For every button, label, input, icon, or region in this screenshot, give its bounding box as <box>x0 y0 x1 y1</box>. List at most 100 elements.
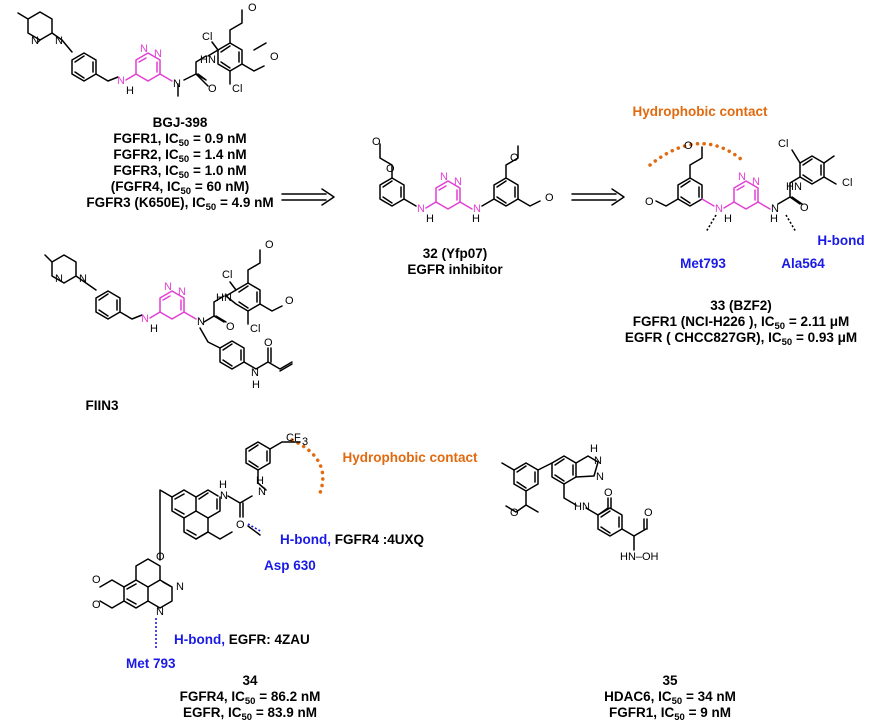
atom-O: O <box>684 140 693 152</box>
atom-O: O <box>92 599 101 611</box>
bgj398-label: BGJ-398 FGFR1, IC50 = 0.9 nM FGFR2, IC50… <box>85 115 275 213</box>
c34-name: 34 <box>242 673 258 688</box>
c33-ic-line: EGFR ( CHCC827GR), IC50 = 0.93 μM <box>624 330 858 348</box>
atom-N: N <box>594 455 602 467</box>
arrow-2 <box>571 188 625 206</box>
c35-name: 35 <box>662 673 678 688</box>
c33-structure: O O N H N N N H O HN Cl Cl <box>645 138 852 233</box>
atom-N: N <box>140 43 148 55</box>
c33-ic-line: FGFR1 (NCI-H226 ), IC50 = 2.11 μM <box>632 314 850 332</box>
atom-N: N <box>178 286 186 298</box>
atom-NH: N <box>473 203 481 215</box>
atom-O: O <box>800 202 809 214</box>
atom-O: O <box>604 487 613 499</box>
bgj398-ic-line: (FGFR4, IC50 = 60 nM) <box>110 179 250 197</box>
atom-O: O <box>645 196 654 208</box>
c32-structure: O O N H N N N H O O <box>372 136 554 225</box>
c33-hydrophobic-label: Hydrophobic contact <box>632 104 768 119</box>
atom-N: N <box>154 48 162 60</box>
c34-hbond2-target: EGFR: 4ZAU <box>224 632 310 647</box>
arrow-1 <box>281 188 335 206</box>
atom-H: H <box>472 213 480 225</box>
atom-O: O <box>226 321 235 333</box>
c34-met-label: Met 793 <box>126 656 176 671</box>
bgj398-activity: FGFR1, IC50 = 0.9 nM FGFR2, IC50 = 1.4 n… <box>85 131 275 213</box>
atom-H: H <box>724 213 732 225</box>
atom-N: N <box>55 35 63 47</box>
atom-N: N <box>596 471 604 483</box>
atom-NH: N <box>141 313 149 325</box>
atom-H: H <box>770 213 778 225</box>
c32-label: 32 (Yfp07) EGFR inhibitor <box>390 246 520 278</box>
atom-N: N <box>31 35 39 47</box>
atom-O: O <box>264 337 273 349</box>
c34-asp-label: Asp 630 <box>264 558 316 573</box>
atom-HN: HN <box>786 181 802 193</box>
atom-O: O <box>285 295 294 307</box>
atom-O: O <box>156 551 165 563</box>
c35-ic-line: HDAC6, IC50 = 34 nM <box>604 689 736 707</box>
atom-N-OH: HN–OH <box>620 551 659 563</box>
c34-ic-line: EGFR, IC50 = 83.9 nM <box>183 705 317 723</box>
atom-N: N <box>156 606 164 618</box>
atom-N: N <box>176 581 184 593</box>
atom-Cl: Cl <box>778 138 788 150</box>
atom-O: O <box>372 136 381 148</box>
atom-N: N <box>164 281 172 293</box>
atom-N: N <box>771 203 779 215</box>
c33-name: 33 (BZF2) <box>710 298 772 313</box>
atom-O: O <box>644 507 653 519</box>
atom-CF3: CF <box>286 432 301 444</box>
atom-N: N <box>79 273 87 285</box>
c34-ic-line: FGFR4, IC50 = 86.2 nM <box>179 689 321 707</box>
atom-HN: HN <box>574 501 590 513</box>
bgj398-ic-line: FGFR1, IC50 = 0.9 nM <box>113 131 247 149</box>
atom-O: O <box>265 239 274 251</box>
atom-O: O <box>270 51 279 63</box>
atom-NH: N <box>258 486 266 498</box>
atom-HN: HN <box>200 54 216 66</box>
bgj398-ic-line: FGFR3 (K650E), IC50 = 4.9 nM <box>86 195 274 213</box>
c34-hbond2-label: H-bond, EGFR: 4ZAU <box>174 632 374 648</box>
atom-N: N <box>738 171 746 183</box>
c35-structure: O H N N HN O O HN–OH <box>501 443 659 563</box>
atom-H: H <box>219 479 227 491</box>
c32-subtitle: EGFR inhibitor <box>407 262 503 277</box>
atom-NH: N <box>715 203 723 215</box>
atom-H: H <box>126 85 134 97</box>
bgj398-ic-line: FGFR2, IC50 = 1.4 nM <box>113 147 247 165</box>
c32-name: 32 (Yfp07) <box>422 246 488 261</box>
atom-Cl: Cl <box>232 83 242 95</box>
atom-O: O <box>510 507 519 519</box>
atom-O: O <box>386 163 395 175</box>
atom-Cl: Cl <box>842 177 852 189</box>
c34-structure: CF 3 N H N H O O N N O O <box>92 432 325 650</box>
atom-N: N <box>197 316 205 328</box>
atom-H: H <box>150 323 158 335</box>
atom-H: H <box>256 475 264 487</box>
atom-CF3-sub: 3 <box>302 436 308 448</box>
atom-NH: H <box>590 443 598 455</box>
c34-hbond1: H-bond, <box>280 532 331 547</box>
atom-HN: HN <box>216 292 232 304</box>
c34-hbond1-target: FGFR4 :4UXQ <box>330 532 424 547</box>
c35-label: 35 HDAC6, IC50 = 34 nM FGFR1, IC50 = 9 n… <box>590 673 750 723</box>
atom-NH: N <box>220 490 228 502</box>
bgj398-name: BGJ-398 <box>152 115 208 130</box>
atom-N: N <box>251 367 259 379</box>
bgj398-structure: N N N H N N N HN O Cl Cl O O <box>17 2 279 97</box>
bgj398-ic-line: FGFR3, IC50 = 1.0 nM <box>113 163 247 181</box>
atom-N: N <box>173 78 181 90</box>
c35-ic-line: FGFR1, IC50 = 9 nM <box>609 705 731 723</box>
atom-Cl: Cl <box>222 269 232 281</box>
fiin3-label: FIIN3 <box>85 398 119 413</box>
atom-O: O <box>545 192 554 204</box>
atom-H: H <box>426 213 434 225</box>
fiin3-structure: N N N H N N N HN O Cl Cl O O N H O <box>44 239 294 391</box>
atom-NH: N <box>417 203 425 215</box>
c33-label: 33 (BZF2) FGFR1 (NCI-H226 ), IC50 = 2.11… <box>596 298 886 348</box>
atom-O: O <box>510 152 519 164</box>
c34-hbond1-label: H-bond, FGFR4 :4UXQ <box>280 532 480 548</box>
